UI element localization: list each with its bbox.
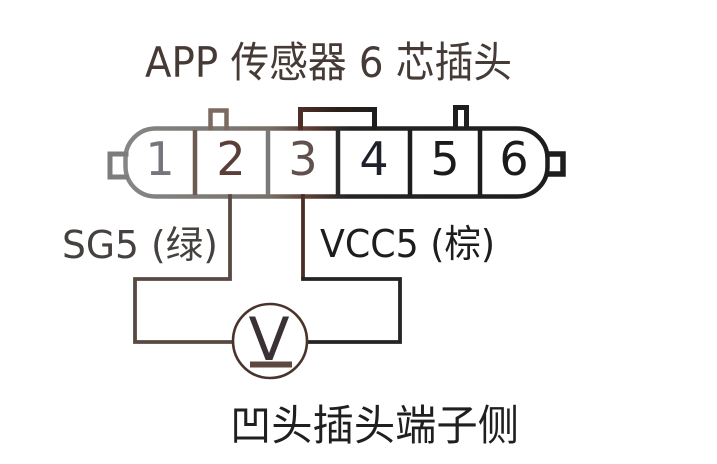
pin-number-4: 4: [359, 132, 388, 186]
pin-number-5: 5: [430, 132, 459, 186]
pin-number-3: 3: [288, 132, 317, 186]
vcc5-label: VCC5 (棕): [320, 222, 495, 266]
vcc5-wire: [301, 277, 402, 344]
pin-number-2: 2: [216, 132, 245, 186]
diagram-title: APP 传感器 6 芯插头: [145, 38, 512, 87]
sg5-wire: [133, 194, 235, 344]
sg5-label: SG5 (绿): [62, 223, 218, 267]
left-latch: [107, 151, 129, 180]
connector-body: 1 2 3 4 5 6: [107, 105, 566, 199]
top-tab-wide: [298, 107, 377, 131]
voltmeter-circle: [231, 302, 309, 380]
caption-terminal-side: 凹头插头端子侧: [230, 401, 519, 450]
top-tab-small-left: [208, 108, 229, 131]
pin-number-6: 6: [499, 132, 528, 186]
right-latch: [545, 151, 566, 177]
top-tab-small-right: [453, 105, 469, 131]
pin-number-1: 1: [145, 132, 174, 186]
voltmeter: V: [231, 302, 309, 380]
